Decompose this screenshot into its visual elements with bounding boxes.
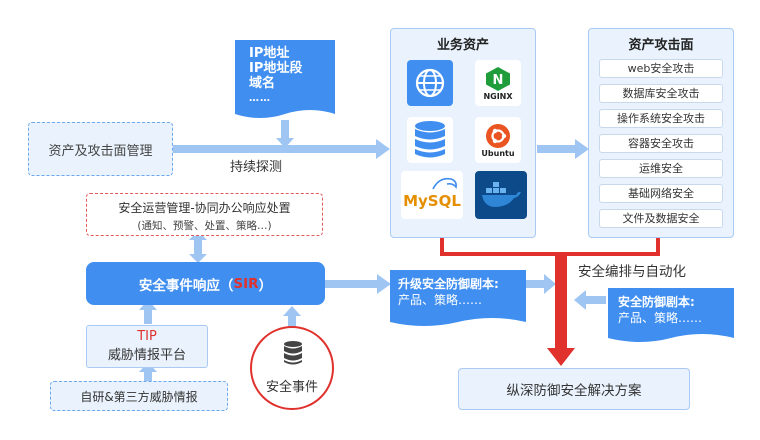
database-tile xyxy=(407,117,453,163)
red-arrow-shaft xyxy=(555,254,567,350)
sir-highlight: SIR xyxy=(233,275,259,292)
sec-ops-box: 安全运营管理-协同办公响应处置 (通知、预警、处置、策略…) xyxy=(86,193,323,236)
asset-mgmt-label: 资产及攻击面管理 xyxy=(48,143,153,159)
secops-link-down-head xyxy=(189,254,207,263)
continuous-probe-label: 持续探测 xyxy=(230,160,283,175)
mysql-dolphin-icon xyxy=(432,177,457,190)
upgrade-playbook-doc: 升级安全防御剧本: 产品、策略…… xyxy=(390,270,526,330)
attack-item: 文件及数据安全 xyxy=(599,209,723,228)
globe-icon xyxy=(415,68,445,98)
solution-label: 纵深防御安全解决方案 xyxy=(506,383,642,399)
tip-title: TIP xyxy=(137,329,157,344)
nginx-text: NGINX xyxy=(483,91,513,101)
red-line-horizontal xyxy=(440,252,660,256)
defense-playbook-line2: 产品、策略…… xyxy=(618,311,703,325)
event-to-sir-shaft xyxy=(288,312,296,326)
ip-doc-down-arrow-shaft xyxy=(281,120,289,140)
upgrade-playbook-line2: 产品、策略…… xyxy=(398,293,483,307)
ip-doc: IP地址 IP地址段 域名 …… xyxy=(235,40,335,122)
business-assets-panel: 业务资产 N NGINX Ubu xyxy=(390,28,536,238)
red-line-left xyxy=(440,238,444,255)
red-arrow-head xyxy=(547,348,575,366)
event-to-sir-head xyxy=(283,306,301,316)
ip-doc-line2: IP地址段 xyxy=(249,61,303,76)
upgrade-playbook-line1: 升级安全防御剧本: xyxy=(398,277,499,291)
upgrade-to-orch-shaft xyxy=(526,280,546,288)
sir-prefix: 安全事件响应（ xyxy=(138,277,234,294)
svg-text:N: N xyxy=(493,73,504,88)
attack-item: web安全攻击 xyxy=(599,59,723,78)
ip-doc-line1: IP地址 xyxy=(249,46,290,61)
business-assets-title: 业务资产 xyxy=(436,38,489,53)
mysql-text: MySQL xyxy=(403,192,461,210)
sec-ops-line1: 安全运营管理-协同办公响应处置 xyxy=(118,201,291,215)
ip-doc-line4: …… xyxy=(249,93,271,104)
attack-item: 操作系统安全攻击 xyxy=(599,109,723,128)
document-shape xyxy=(608,288,734,342)
sec-ops-line2: (通知、预警、处置、策略…) xyxy=(137,220,272,232)
mysql-tile: MySQL xyxy=(401,171,463,219)
attack-item: 基础网络安全 xyxy=(599,184,723,203)
sir-bar: 安全事件响应（ SIR ） xyxy=(86,262,325,305)
tip-subtitle: 威胁情报平台 xyxy=(107,348,186,363)
tip-to-sir-head xyxy=(139,300,157,310)
attack-item: 运维安全 xyxy=(599,159,723,178)
security-event-circle: 安全事件 xyxy=(250,326,334,410)
docker-tile xyxy=(475,171,527,219)
nginx-tile: N NGINX xyxy=(475,60,521,106)
ip-doc-down-arrow-head xyxy=(276,138,294,148)
orchestration-label: 安全编排与自动化 xyxy=(578,264,686,280)
probe-arrow-head xyxy=(376,139,390,159)
database-icon xyxy=(284,341,302,365)
nginx-logo: N xyxy=(486,66,510,91)
sir-suffix: ） xyxy=(258,277,273,294)
sir-to-upgrade-shaft xyxy=(325,280,379,288)
red-line-right xyxy=(656,238,660,255)
defense-playbook-doc: 安全防御剧本: 产品、策略…… xyxy=(608,288,734,346)
ubuntu-text: Ubuntu xyxy=(481,148,515,158)
solution-box: 纵深防御安全解决方案 xyxy=(458,368,690,410)
attack-surface-title: 资产攻击面 xyxy=(628,38,694,53)
threat-intel-label: 自研&第三方威胁情报 xyxy=(80,389,198,404)
defense-to-orch-shaft xyxy=(584,296,606,304)
threat-intel-box: 自研&第三方威胁情报 xyxy=(50,381,228,411)
assets-to-surface-head xyxy=(575,139,589,159)
attack-item: 数据库安全攻击 xyxy=(599,84,723,103)
intel-to-tip-shaft xyxy=(144,368,152,382)
probe-arrow-shaft xyxy=(172,145,378,153)
defense-playbook-line1: 安全防御剧本: xyxy=(618,295,695,309)
attack-item: 容器安全攻击 xyxy=(599,134,723,153)
ip-doc-line3: 域名 xyxy=(249,76,276,91)
upgrade-to-orch-head xyxy=(544,274,556,294)
docker-logo xyxy=(482,182,521,207)
tip-box: TIP 威胁情报平台 xyxy=(86,325,208,368)
sir-to-upgrade-head xyxy=(377,274,391,294)
security-event-label: 安全事件 xyxy=(265,380,318,395)
document-shape xyxy=(390,270,526,326)
globe-tile xyxy=(407,60,453,106)
defense-to-orch-head xyxy=(574,290,586,310)
tip-to-sir-shaft xyxy=(144,306,152,324)
secops-link-shaft xyxy=(194,236,202,258)
database-icon xyxy=(415,121,445,158)
attack-surface-panel: 资产攻击面 web安全攻击 数据库安全攻击 操作系统安全攻击 容器安全攻击 运维… xyxy=(588,28,734,238)
document-shape xyxy=(235,40,335,118)
ubuntu-tile: Ubuntu xyxy=(475,117,521,163)
ubuntu-logo xyxy=(486,123,510,148)
assets-to-surface-shaft xyxy=(537,145,577,153)
asset-mgmt-box: 资产及攻击面管理 xyxy=(28,122,173,176)
